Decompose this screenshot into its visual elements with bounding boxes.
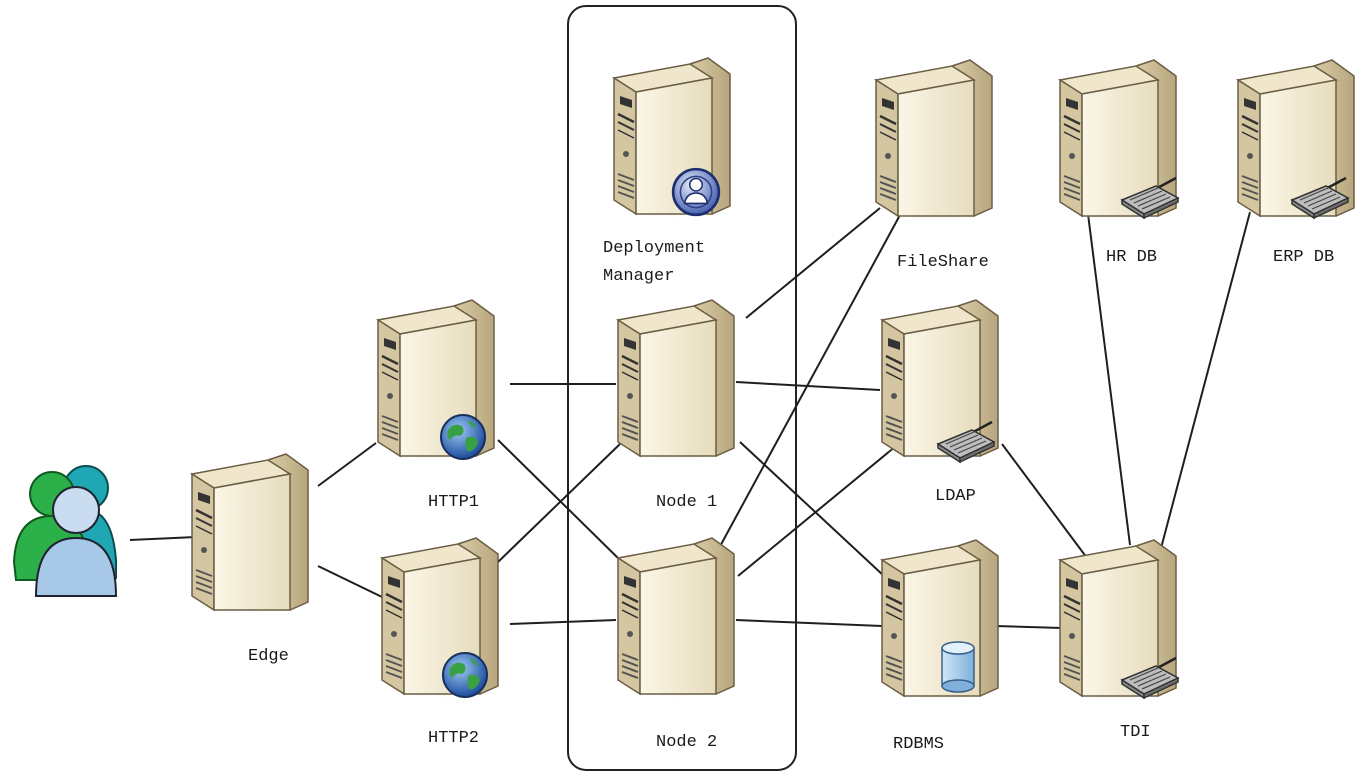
label-hr-db: HR DB [1106,248,1157,267]
label-http1: HTTP1 [428,493,479,512]
link-users-edge [129,536,197,541]
connections [129,207,1251,629]
label-node1: Node 1 [656,493,717,512]
label-deployment-manager-line1: Deployment [603,239,705,258]
link-erpdb-tdi [1159,211,1251,553]
database-icon [941,641,975,693]
node2-server [616,536,736,701]
globe-icon [440,414,486,460]
link-node1-fileshare [745,207,881,319]
link-http2-node1 [497,443,621,563]
label-node2: Node 2 [656,733,717,752]
link-edge-http1 [317,442,377,487]
globe-icon [442,652,488,698]
edge-server [190,452,310,617]
link-node2-ldap [737,445,897,577]
ldap-server [880,298,1000,464]
link-http2-node2 [509,619,617,625]
link-node2-fileshare [717,214,901,551]
link-http1-node2 [497,439,621,561]
link-hrdb-tdi [1087,213,1131,546]
hr-db-server [1058,58,1180,223]
link-edge-http2 [317,565,383,598]
tdi-server [1058,538,1180,703]
label-fileshare: FileShare [897,253,989,272]
label-tdi: TDI [1120,723,1151,742]
label-ldap: LDAP [935,487,976,506]
http1-server [376,298,496,463]
admin-user-icon [671,167,721,217]
label-rdbms: RDBMS [893,735,944,754]
http2-server [380,536,500,701]
fileshare-server [874,58,994,223]
label-deployment-manager-line2: Manager [603,267,674,286]
label-http2: HTTP2 [428,729,479,748]
node1-server [616,298,736,463]
label-erp-db: ERP DB [1273,248,1334,267]
user-group-icon [12,465,118,597]
link-ldap-tdi [1001,443,1091,563]
deployment-manager-server [612,56,732,221]
rdbms-server [880,538,1000,703]
erp-db-server [1236,58,1356,223]
link-rdbms-tdi [995,625,1063,629]
link-node2-rdbms [735,619,883,627]
label-edge: Edge [248,647,289,666]
